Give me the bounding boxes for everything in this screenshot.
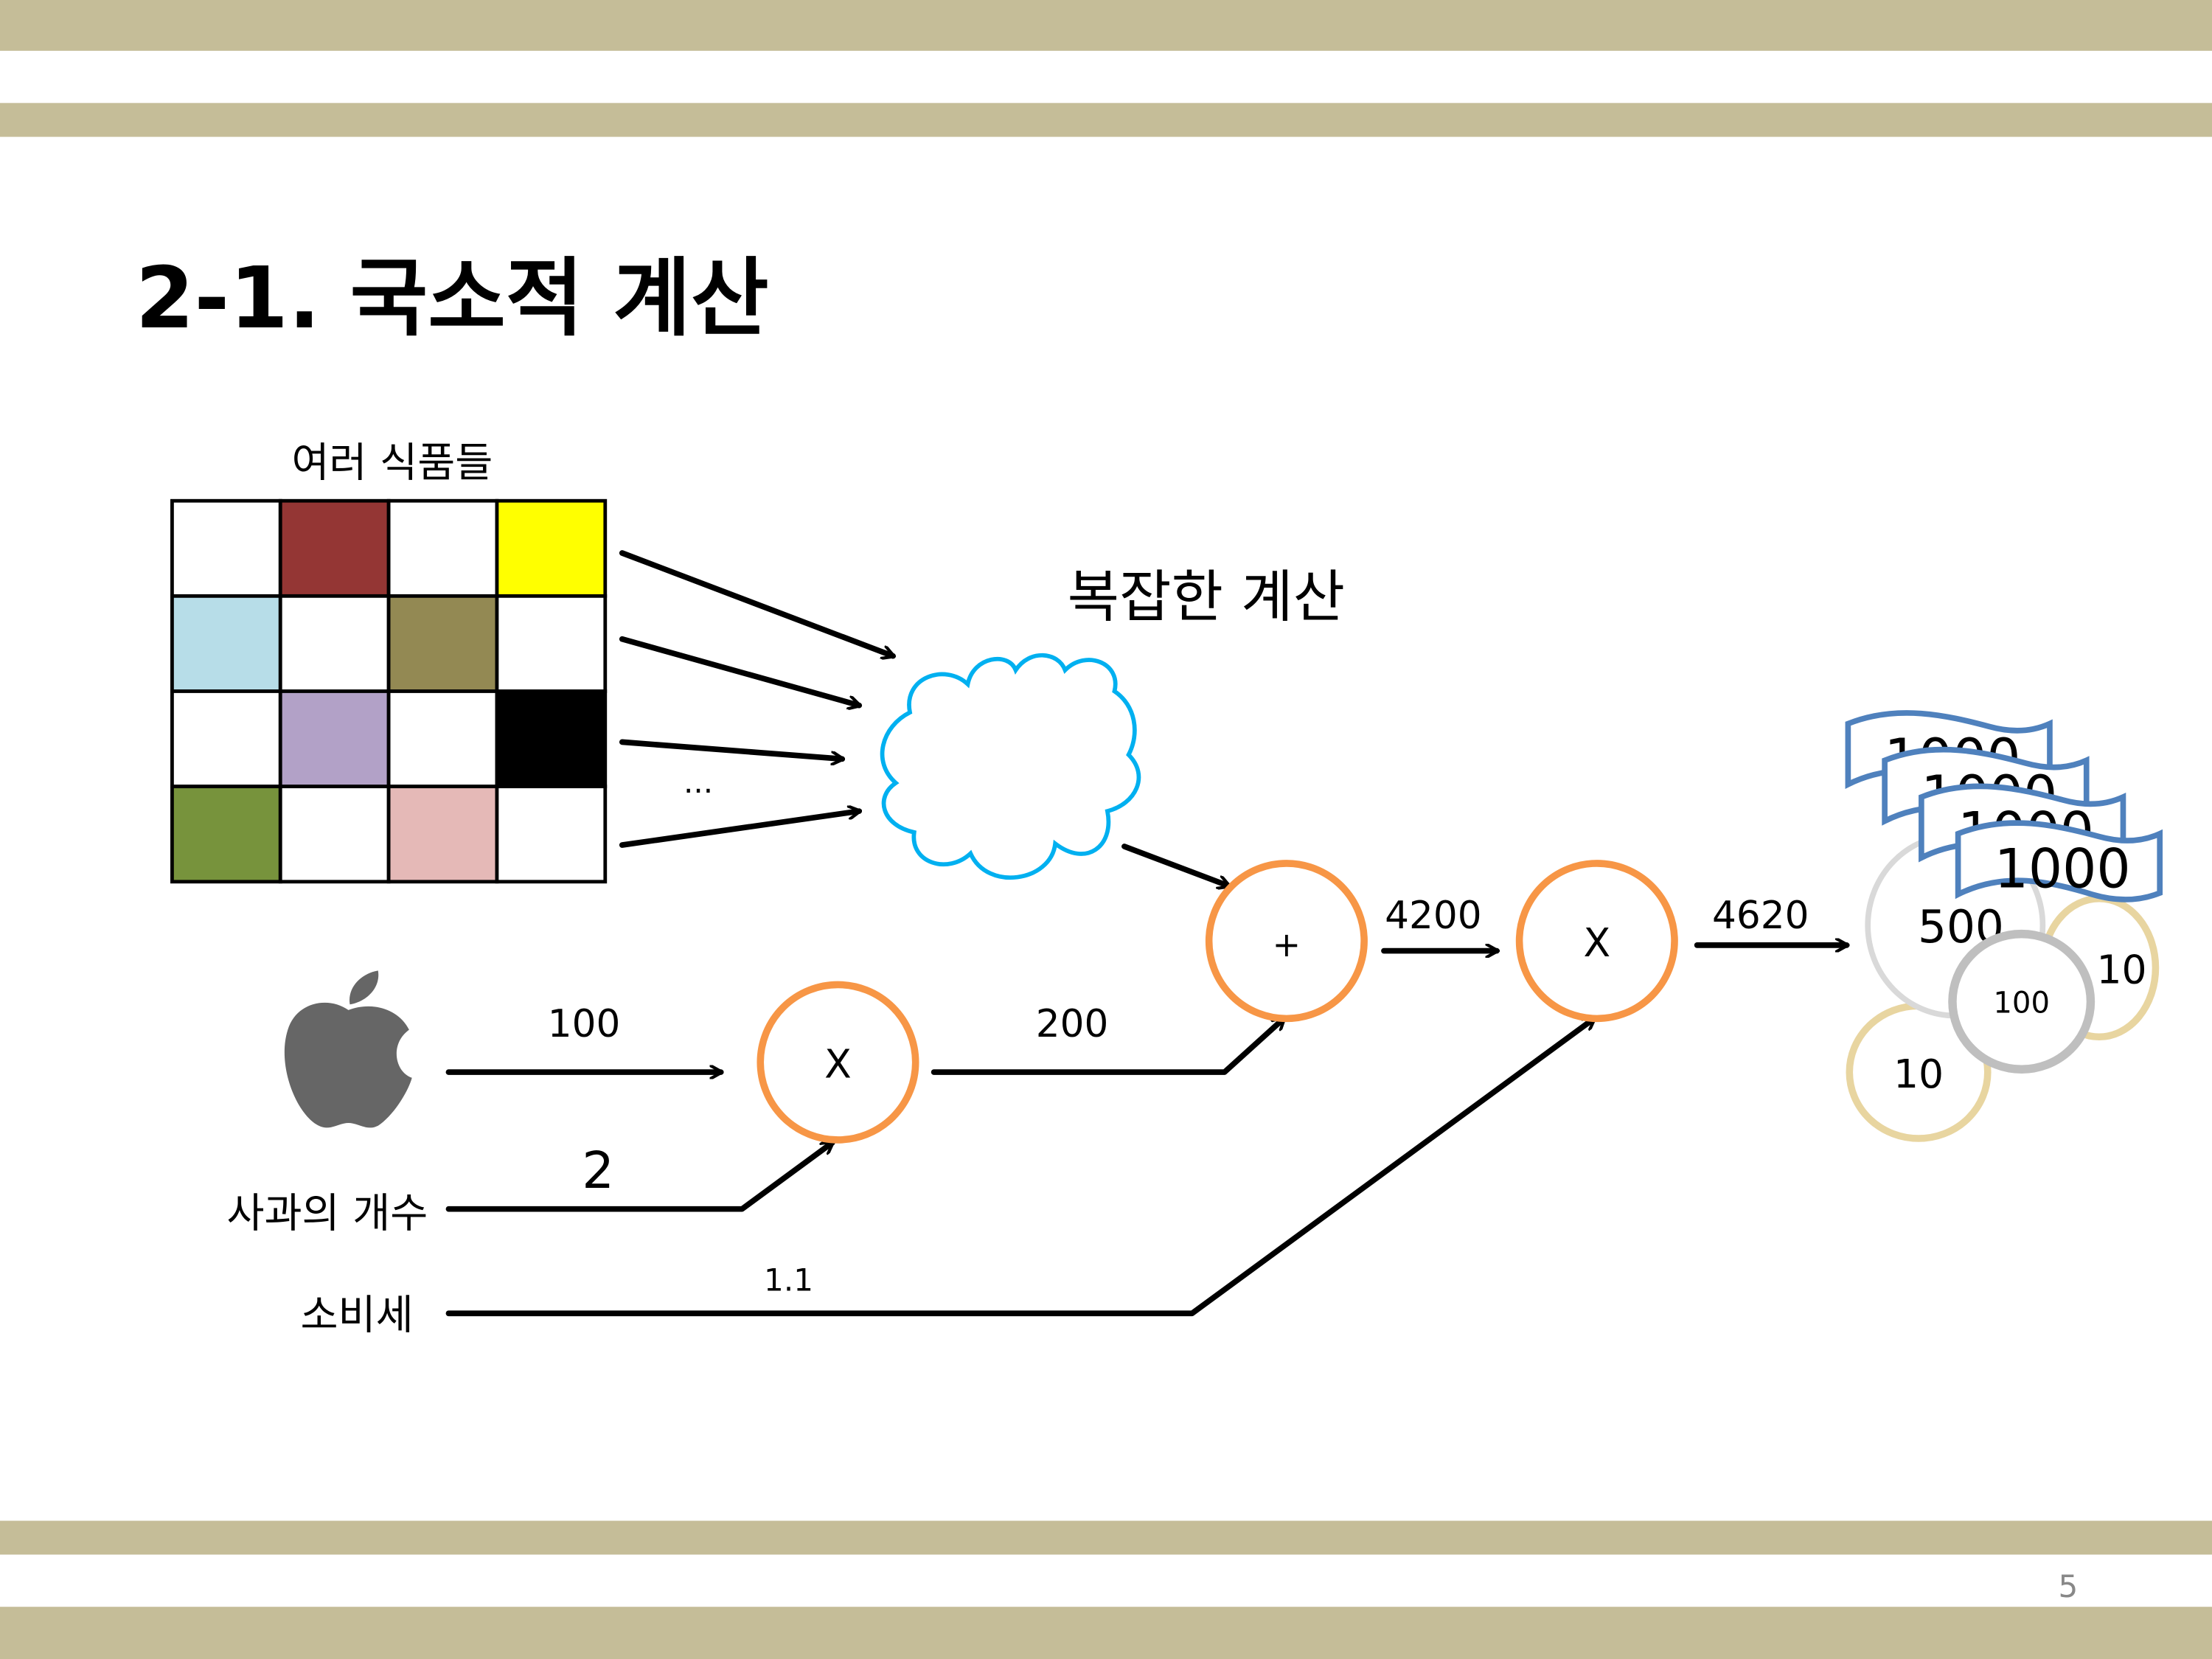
count-label: 사과의 개수 bbox=[226, 1191, 428, 1238]
arrow bbox=[619, 811, 859, 848]
foods-label: 여러 식품들 bbox=[291, 440, 493, 487]
add-op: + bbox=[1273, 925, 1301, 964]
arrow bbox=[445, 1015, 1594, 1317]
food-cell bbox=[495, 785, 608, 884]
multiply-tax-op: X bbox=[1583, 919, 1610, 966]
money-icon: 10 500 100 10 1000100010001000 bbox=[1845, 710, 2163, 1142]
food-cell bbox=[278, 498, 391, 598]
arrow bbox=[619, 636, 859, 706]
food-cell bbox=[386, 498, 499, 598]
food-cell bbox=[278, 785, 391, 884]
apple-price: 100 bbox=[548, 1002, 621, 1046]
arrow bbox=[619, 739, 842, 759]
arrow bbox=[1121, 844, 1229, 886]
count-value: 2 bbox=[582, 1141, 614, 1200]
arrow bbox=[931, 1018, 1284, 1075]
foods-grid bbox=[170, 498, 608, 884]
coin-10-label: 10 bbox=[2096, 947, 2146, 993]
page-number: 5 bbox=[2058, 1568, 2078, 1604]
top-band bbox=[0, 0, 2212, 51]
food-cell bbox=[170, 498, 282, 598]
final-total: 4620 bbox=[1712, 894, 1809, 938]
multiply-node bbox=[757, 981, 919, 1144]
food-cell bbox=[495, 594, 608, 693]
apple-icon bbox=[284, 970, 412, 1128]
food-cell bbox=[278, 594, 391, 693]
multiply-tax-node bbox=[1515, 860, 1678, 1023]
tax-value: 1.1 bbox=[764, 1262, 813, 1298]
food-cell bbox=[170, 785, 282, 884]
bill-label: 1000 bbox=[1994, 838, 2131, 900]
add-node bbox=[1205, 860, 1368, 1023]
food-arrows bbox=[619, 550, 893, 848]
arrow bbox=[445, 1139, 832, 1212]
sum-total: 4200 bbox=[1385, 894, 1481, 938]
food-cell bbox=[386, 785, 499, 884]
food-cell bbox=[386, 594, 499, 693]
coin-10-label: 10 bbox=[1893, 1051, 1944, 1097]
food-cell bbox=[278, 689, 391, 789]
cloud-icon bbox=[880, 653, 1141, 880]
tax-label: 소비세 bbox=[301, 1292, 414, 1339]
top-band-thin bbox=[0, 102, 2212, 137]
apple-total: 200 bbox=[1036, 1002, 1109, 1046]
bottom-band bbox=[0, 1607, 2212, 1659]
arrow bbox=[619, 550, 893, 656]
food-cell bbox=[495, 498, 608, 598]
slide-title: 2-1. 국소적 계산 bbox=[136, 249, 769, 348]
food-cell bbox=[170, 689, 282, 789]
coin-100 bbox=[1948, 929, 2096, 1074]
multiply-op: X bbox=[824, 1041, 852, 1088]
cloud-label: 복잡한 계산 bbox=[1068, 565, 1345, 630]
bottom-band-thin bbox=[0, 1520, 2212, 1555]
food-cell bbox=[386, 689, 499, 789]
food-cell bbox=[170, 594, 282, 693]
coin-100-label: 100 bbox=[1993, 987, 2050, 1020]
bill-shape bbox=[1955, 820, 2163, 902]
food-cell bbox=[495, 689, 608, 789]
ellipsis: ... bbox=[684, 764, 713, 800]
bill-1000: 1000 bbox=[1955, 820, 2163, 902]
